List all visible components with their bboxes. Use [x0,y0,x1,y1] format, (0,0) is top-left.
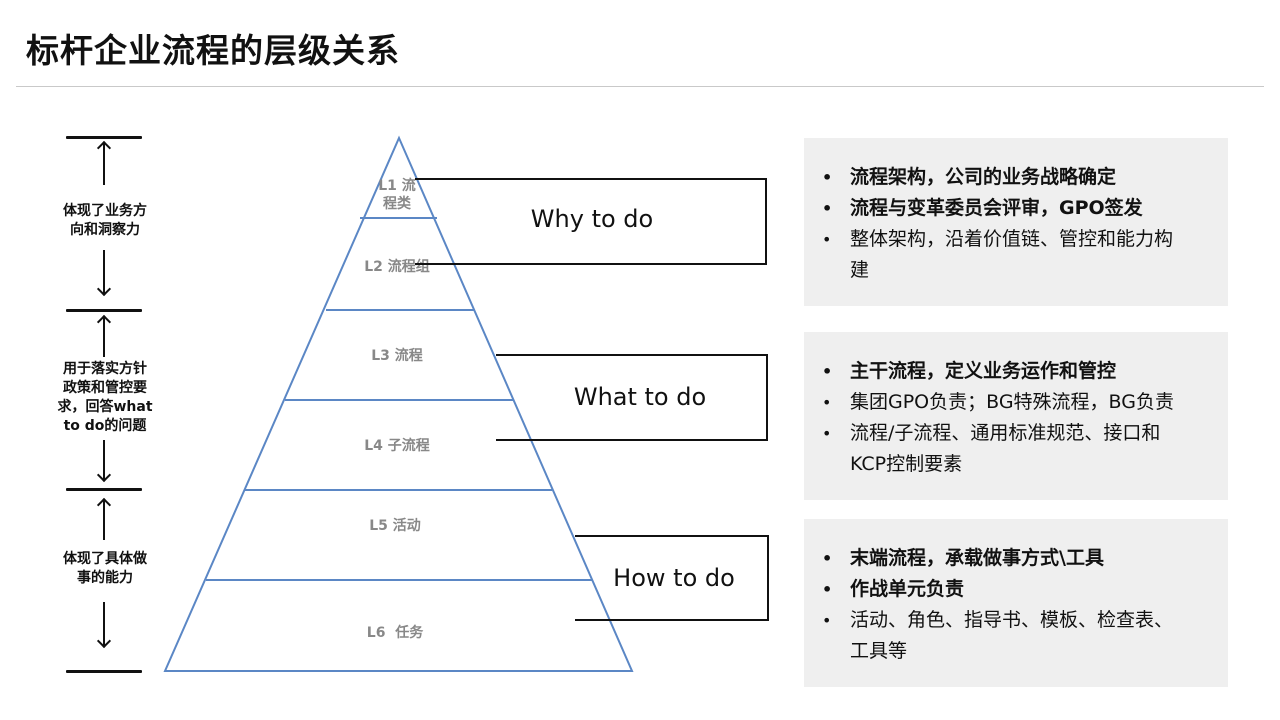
how-item-3: 活动、角色、指导书、模板、检查表、 工具等 [814,605,1216,667]
tier-rule-1 [66,309,142,312]
what-bracket [496,354,768,441]
what-info-panel: 主干流程，定义业务运作和管控 集团GPO负责；BG特殊流程，BG负责 流程/子流… [804,332,1228,500]
level-l6-label: L6 任务 [366,625,424,641]
how-info-panel: 末端流程，承载做事方式\工具 作战单元负责 活动、角色、指导书、模板、检查表、 … [804,519,1228,687]
level-l4-label: L4 子流程 [364,438,430,454]
why-to-do-label: Why to do [530,205,654,233]
why-info-panel: 流程架构，公司的业务战略确定 流程与变革委员会评审，GPO签发 整体架构，沿着价… [804,138,1228,306]
tier2-description: 用于落实方针 政策和管控要 求，回答what to do的问题 [57,361,153,434]
how-item-1: 末端流程，承载做事方式\工具 [814,543,1216,574]
tier3-description: 体现了具体做 事的能力 [63,551,147,586]
level-l3-label: L3 流程 [371,348,423,364]
level-l5-label: L5 活动 [369,518,421,534]
how-item-2: 作战单元负责 [814,574,1216,605]
tier1-description: 体现了业务方 向和洞察力 [63,203,147,238]
level-l2-label: L2 流程组 [364,259,430,275]
level-l1-label: L1 流 程类 [378,178,416,212]
why-item-1: 流程架构，公司的业务战略确定 [814,162,1216,193]
tier-rule-top [66,136,142,139]
title-divider [16,86,1264,87]
how-to-do-label: How to do [613,564,735,592]
why-item-2: 流程与变革委员会评审，GPO签发 [814,193,1216,224]
what-item-2: 集团GPO负责；BG特殊流程，BG负责 [814,387,1216,418]
why-bracket [415,178,767,265]
why-item-3: 整体架构，沿着价值链、管控和能力构 建 [814,224,1216,286]
what-item-3: 流程/子流程、通用标准规范、接口和 KCP控制要素 [814,418,1216,480]
tier-rule-bottom [66,670,142,673]
pyramid-outline [163,135,634,672]
how-bracket [575,535,769,621]
what-to-do-label: What to do [573,383,707,411]
page-title: 标杆企业流程的层级关系 [26,31,400,70]
tier-rule-2 [66,488,142,491]
what-item-1: 主干流程，定义业务运作和管控 [814,356,1216,387]
